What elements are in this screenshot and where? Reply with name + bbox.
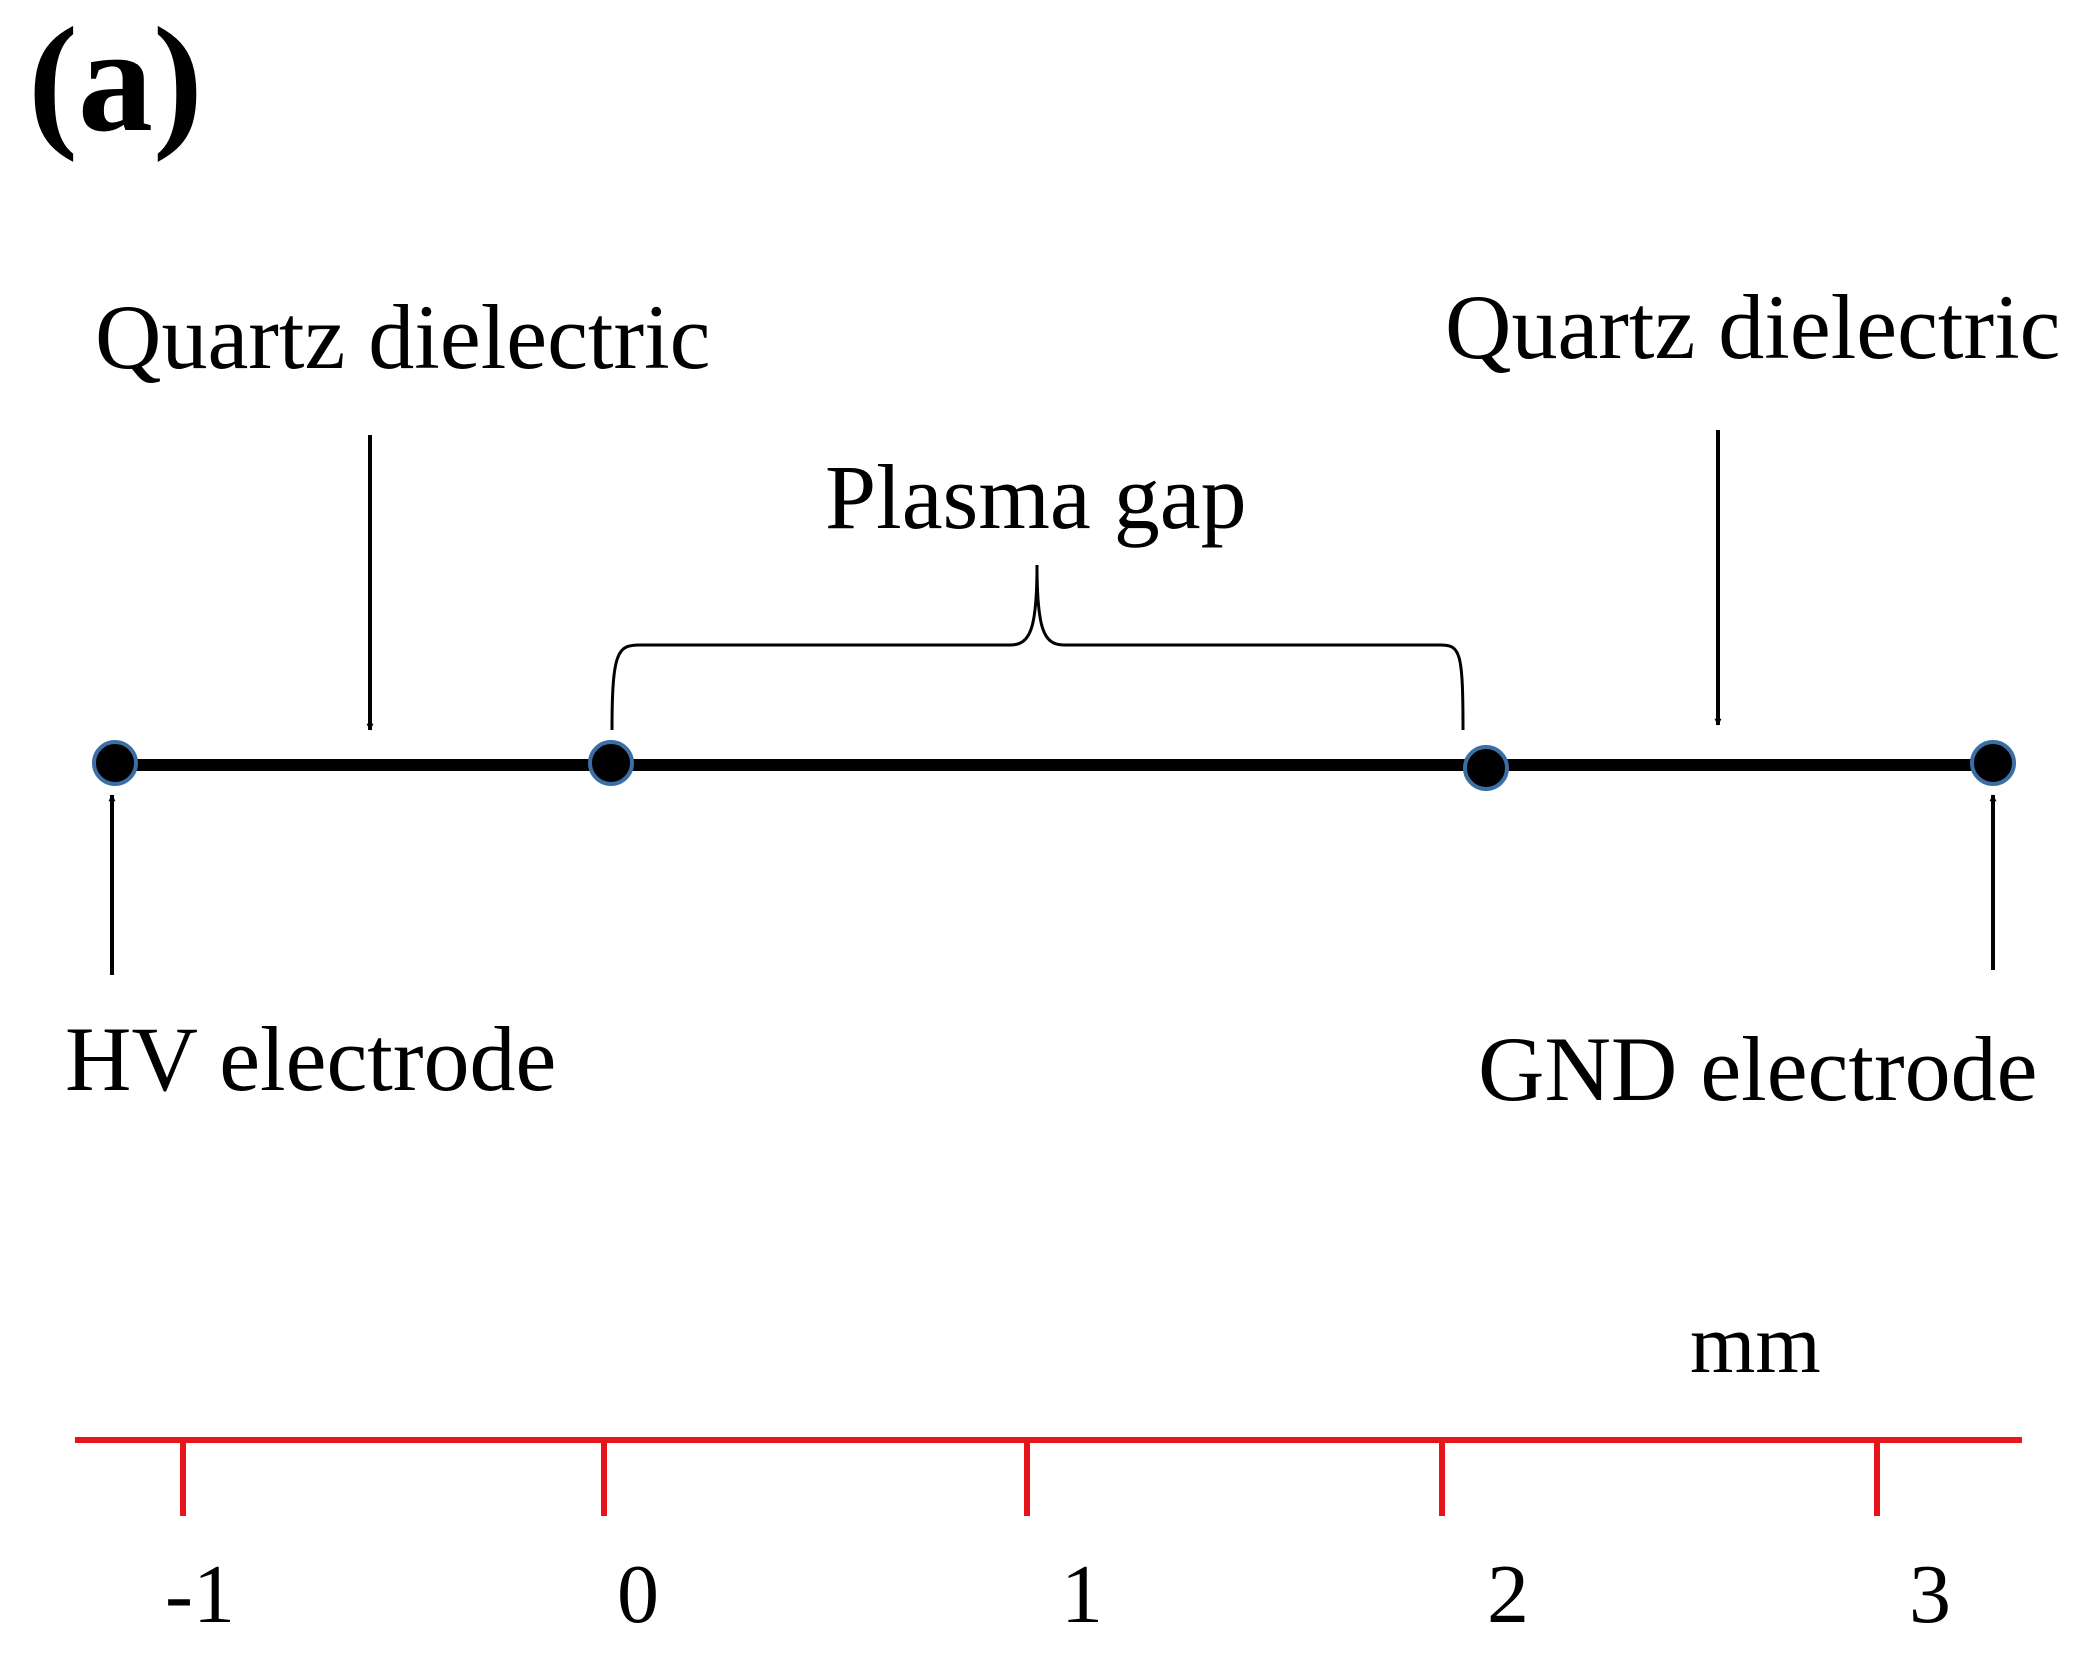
scale-tick-label-1: 0 [617,1548,659,1641]
label-quartz-dielectric-right: Quartz dielectric [1445,276,2061,378]
scale-tick-label-4: 3 [1909,1548,1951,1641]
scale-tick-label-3: 2 [1487,1548,1529,1641]
node-gap-dielectric-right [1463,745,1509,791]
label-plasma-gap: Plasma gap [825,446,1247,548]
scale-tick-label-2: 1 [1061,1548,1103,1641]
node-dielectric-gap-left [588,740,634,786]
panel-label: (a) [28,0,203,163]
label-quartz-dielectric-left: Quartz dielectric [95,286,711,388]
label-gnd-electrode: GND electrode [1478,1018,2037,1120]
node-hv-electrode [92,740,138,786]
node-gnd-electrode [1970,740,2016,786]
scale-tick-label-0: -1 [165,1548,235,1641]
plasma-gap-brace [610,564,1465,731]
scale-ticks: -1 0 1 2 3 [165,1440,1951,1641]
label-hv-electrode: HV electrode [65,1008,556,1110]
scale-unit-label: mm [1690,1298,1821,1391]
